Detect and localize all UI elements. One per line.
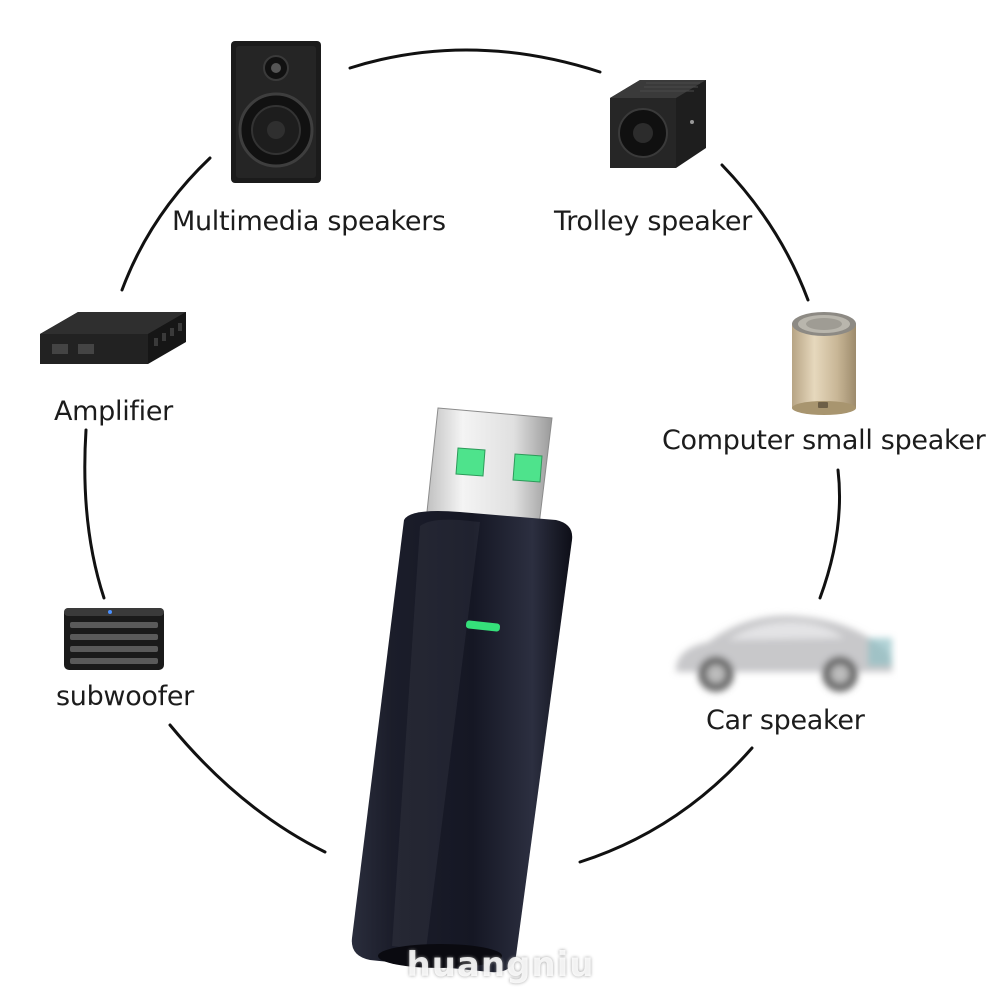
ring-arc-bottom-left [168, 723, 327, 854]
ring-arc-left [83, 428, 106, 600]
amplifier-icon [40, 312, 186, 364]
usb-bluetooth-adapter-icon [351, 407, 573, 973]
bookshelf-speaker-icon [231, 41, 321, 183]
usb-pin-right [512, 453, 543, 483]
label-trolley-speaker: Trolley speaker [554, 206, 752, 237]
ring-arc-right [818, 468, 841, 600]
ring-arc-top-left [120, 156, 212, 292]
watermark-text: huangniu [406, 945, 595, 985]
label-car-speaker: Car speaker [706, 705, 865, 736]
ring-arc-top [348, 48, 602, 74]
status-led [465, 620, 501, 632]
ring-arc-bottom-right [578, 746, 754, 864]
label-subwoofer: subwoofer [56, 681, 194, 712]
cube-speaker-icon [610, 80, 706, 168]
subwoofer-icon [64, 608, 164, 670]
ring-arc-top-right [720, 163, 810, 302]
usb-pin-left [455, 447, 486, 477]
label-amplifier: Amplifier [54, 396, 173, 427]
cylinder-speaker-icon [792, 312, 856, 415]
label-computer-small-speaker: Computer small speaker [662, 425, 986, 456]
label-multimedia-speakers: Multimedia speakers [172, 206, 446, 237]
car-icon [676, 615, 893, 692]
